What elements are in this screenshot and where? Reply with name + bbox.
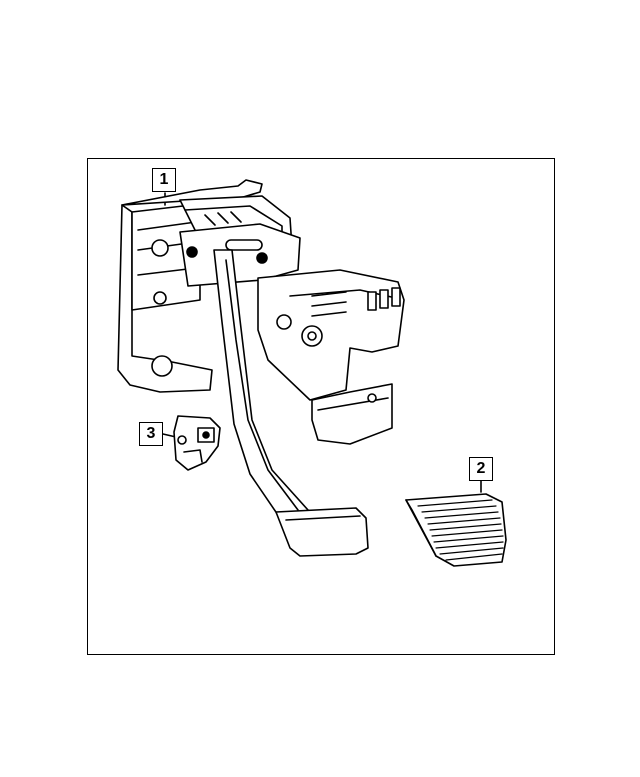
callout-2: 2 xyxy=(469,457,493,481)
pedal-assembly xyxy=(117,179,405,557)
switch xyxy=(173,415,221,471)
diagram-frame xyxy=(87,158,555,655)
pedal-pad xyxy=(405,493,507,567)
callout-3: 3 xyxy=(139,422,163,446)
callout-1: 1 xyxy=(152,168,176,192)
